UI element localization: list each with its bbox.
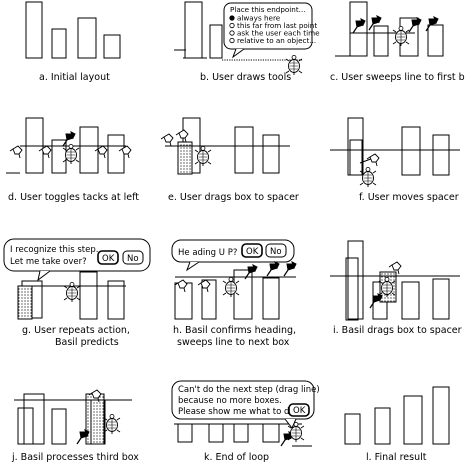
- tack-icon: [266, 261, 280, 277]
- panel-d: [6, 117, 132, 174]
- panel-k: [171, 380, 315, 447]
- recognize-line: I recognize this step.: [10, 245, 98, 255]
- ok-button[interactable]: OK: [97, 250, 119, 265]
- endpoint-dialog: [223, 2, 313, 50]
- turtle-icon: [222, 276, 240, 298]
- radio-relative[interactable]: [229, 37, 235, 44]
- ok-button[interactable]: OK: [241, 243, 263, 258]
- panel-l: [344, 386, 450, 445]
- panel-h: [171, 239, 297, 320]
- tack-open-icon: [38, 145, 52, 159]
- end-loop-dialog-content: Can't do the next step (drag line) becau…: [178, 385, 320, 417]
- radio-ask-user[interactable]: [229, 30, 235, 36]
- caption-j: j. Basil processes third box: [11, 452, 139, 463]
- tack-open-icon: [160, 133, 174, 147]
- caption-g-line1: g. User repeats action,: [22, 325, 130, 336]
- recognize-line: Let me take over?: [10, 257, 87, 267]
- caption-h-line1: h. Basil confirms heading,: [173, 325, 296, 336]
- end-loop-line: Please show me what to do.: [178, 407, 297, 417]
- turtle-icon: [103, 413, 121, 435]
- caption-a: a. Initial layout: [39, 72, 110, 83]
- radio-this-far[interactable]: [229, 22, 235, 29]
- end-loop-line: Can't do the next step (drag line): [178, 385, 320, 395]
- tack-open-icon: [175, 129, 189, 143]
- ok-button[interactable]: OK: [288, 403, 310, 417]
- ok-button-label: OK: [293, 406, 306, 416]
- heading-dialog: [171, 239, 295, 263]
- tack-icon: [352, 18, 366, 34]
- caption-i: i. Basil drags box to spacer: [333, 325, 462, 336]
- turtle-icon: [194, 145, 212, 167]
- tack-icon: [425, 16, 439, 32]
- panel-b: [174, 1, 313, 76]
- no-button[interactable]: No: [122, 250, 144, 265]
- no-button-label: No: [270, 247, 282, 257]
- caption-e: e. User drags box to spacer: [168, 192, 299, 203]
- endpoint-option-label: ask the user each time: [237, 29, 320, 38]
- tack-icon: [283, 261, 297, 277]
- tack-open-icon: [174, 279, 188, 293]
- end-loop-line: because no more boxes.: [178, 396, 282, 406]
- caption-k: k. End of loop: [204, 452, 269, 463]
- panel-e: [160, 117, 290, 175]
- endpoint-option-label: relative to an object...: [237, 36, 316, 45]
- panel-c: [335, 1, 444, 57]
- no-button[interactable]: No: [265, 243, 287, 258]
- heading-dialog-content: He ading U P? OK No: [178, 243, 287, 258]
- end-loop-dialog: [171, 380, 315, 420]
- turtle-icon: [392, 25, 410, 47]
- tack-open-icon: [118, 145, 132, 159]
- panel-a: [25, 1, 121, 59]
- radio-always-here[interactable]: [229, 15, 235, 21]
- caption-b: b. User draws tools: [200, 72, 291, 83]
- no-button-label: No: [127, 254, 139, 264]
- turtle-icon: [62, 143, 80, 165]
- tack-open-icon: [94, 145, 108, 159]
- tack-open-icon: [197, 279, 211, 293]
- endpoint-dialog-content: Place this endpoint... always here this …: [229, 5, 320, 45]
- panel-f: [330, 117, 460, 188]
- endpoint-option-label: this far from last point: [237, 21, 317, 30]
- turtle-icon: [63, 281, 81, 303]
- caption-f: f. User moves spacer: [359, 192, 459, 203]
- captions: a. Initial layout b. User draws tools c.…: [8, 72, 465, 463]
- caption-g-line2: Basil predicts: [55, 337, 119, 348]
- panel-j: [14, 389, 132, 445]
- caption-d: d. User toggles tacks at left: [8, 192, 139, 203]
- caption-h-line2: sweeps line to next box: [177, 337, 290, 348]
- ok-button-label: OK: [102, 254, 115, 264]
- panel-i: [330, 240, 460, 321]
- endpoint-option-label: always here: [237, 14, 281, 23]
- tack-icon: [408, 17, 422, 33]
- heading-question: He ading U P?: [178, 248, 237, 258]
- tack-icon: [62, 131, 76, 147]
- endpoint-dialog-title: Place this endpoint...: [230, 5, 306, 14]
- caption-l: l. Final result: [366, 452, 427, 463]
- tack-icon: [368, 15, 382, 31]
- tack-open-icon: [9, 145, 23, 159]
- recognize-dialog-content: I recognize this step. Let me take over?…: [10, 245, 144, 267]
- caption-c: c. User sweeps line to first box: [330, 72, 465, 83]
- ok-button-label: OK: [246, 247, 259, 257]
